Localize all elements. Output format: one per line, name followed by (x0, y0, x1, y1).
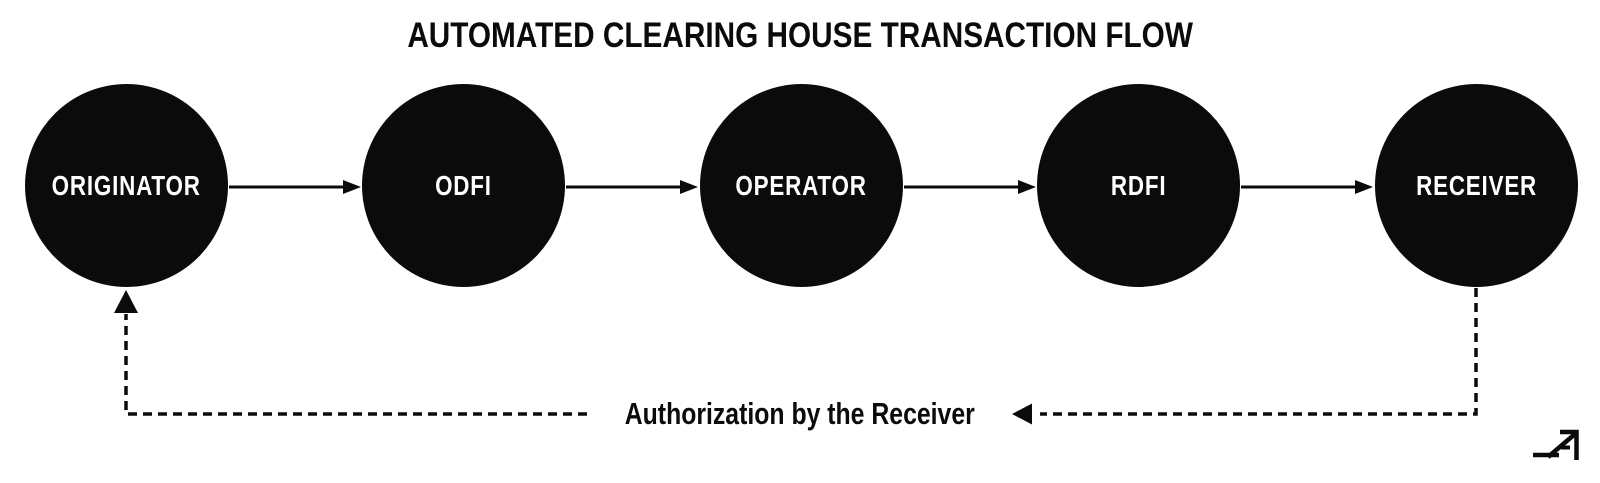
node-operator-label: OPERATOR (735, 169, 868, 201)
node-receiver-label: RECEIVER (1416, 169, 1537, 201)
feedback-label-text: Authorization by the Receiver (624, 396, 976, 431)
arrowhead-right-icon (1018, 180, 1036, 194)
flow-arrow-originator-odfi (229, 180, 361, 194)
flow-arrow-odfi-operator (566, 180, 698, 194)
arrowhead-right-icon (343, 180, 361, 194)
flow-arrow-operator-rdfi (904, 180, 1036, 194)
node-odfi-label: ODFI (435, 169, 492, 201)
feedback-dashed-line-right (1040, 288, 1478, 416)
node-operator: OPERATOR (700, 84, 903, 287)
diagram-title: AUTOMATED CLEARING HOUSE TRANSACTION FLO… (0, 17, 1600, 55)
diagram-title-text: AUTOMATED CLEARING HOUSE TRANSACTION FLO… (407, 16, 1193, 55)
node-rdfi-label: RDFI (1110, 169, 1167, 201)
feedback-arrowhead-up-icon (114, 290, 138, 313)
up-right-arrow-logo-icon (1533, 429, 1579, 460)
node-odfi: ODFI (362, 84, 565, 287)
node-rdfi: RDFI (1037, 84, 1240, 287)
node-originator-label: ORIGINATOR (51, 169, 202, 201)
flow-arrow-rdfi-receiver (1241, 180, 1373, 194)
arrowhead-right-icon (1355, 180, 1373, 194)
feedback-label: Authorization by the Receiver (0, 398, 1600, 430)
node-originator: ORIGINATOR (25, 84, 228, 287)
node-receiver: RECEIVER (1375, 84, 1578, 287)
arrowhead-right-icon (680, 180, 698, 194)
